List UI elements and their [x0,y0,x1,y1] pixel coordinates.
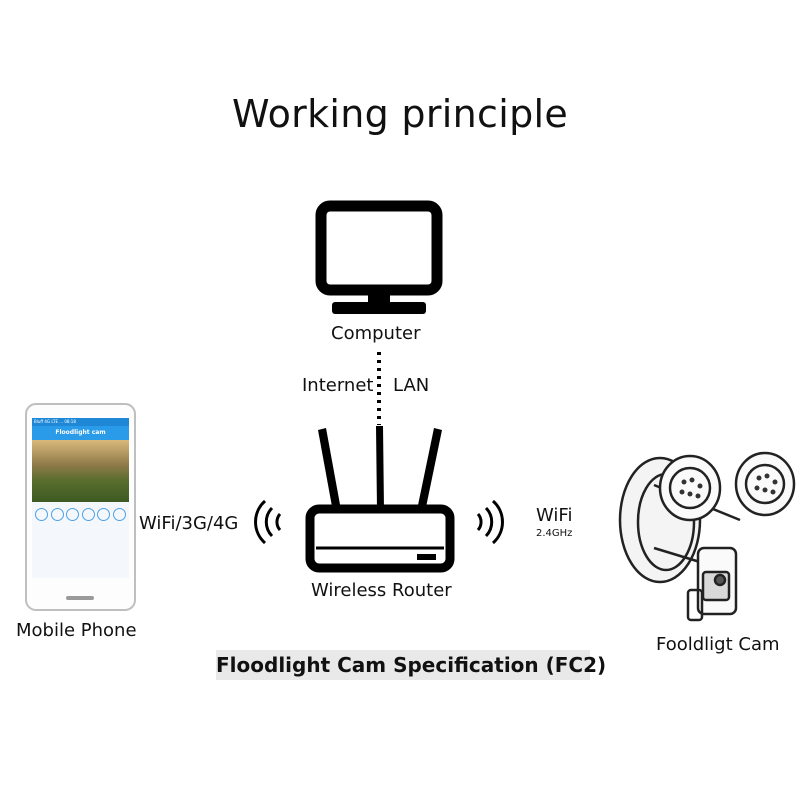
internet-label: Internet [302,375,374,396]
control-icon [35,508,49,521]
router-label: Wireless Router [311,580,452,601]
phone-label: Mobile Phone [16,620,137,641]
control-icon [66,508,80,521]
phone-status-bar: Bluff 4G LTE ... 08:18 [32,418,129,426]
spec-caption: Floodlight Cam Specification (FC2) [216,650,606,680]
cam-link-label: WiFi [536,505,573,526]
computer-label: Computer [331,323,421,344]
phone-screen: Bluff 4G LTE ... 08:18 Floodlight cam [32,418,129,578]
phone-control-icons [32,502,129,527]
control-icon [50,508,64,521]
lan-label: LAN [393,375,430,396]
control-icon [81,508,95,521]
phone-app-title: Floodlight cam [32,426,129,440]
phone-video-preview [32,440,129,502]
page-title: Working principle [231,92,569,136]
control-icon [112,508,126,521]
cam-frequency-label: 2.4GHz [536,528,573,539]
camera-label: Fooldligt Cam [656,634,780,655]
control-icon [97,508,111,521]
phone-link-label: WiFi/3G/4G [139,513,239,534]
